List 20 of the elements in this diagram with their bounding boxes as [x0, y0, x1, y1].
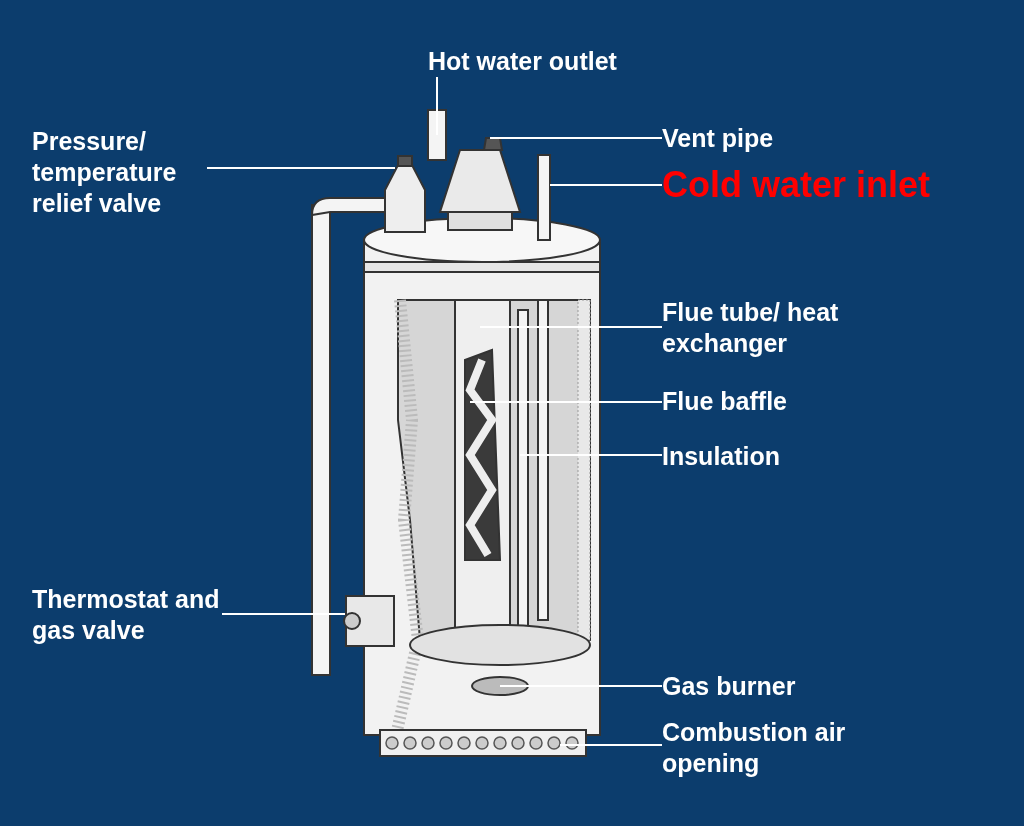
leader-line: [469, 401, 663, 403]
part-label: Vent pipe: [662, 123, 842, 154]
leader-line: [559, 744, 663, 746]
part-label: Thermostat and gas valve: [32, 584, 222, 646]
part-label: Flue baffle: [662, 386, 862, 417]
part-label: Hot water outlet: [428, 46, 648, 77]
leader-line: [499, 685, 663, 687]
leader-line: [519, 454, 663, 456]
leader-line: [206, 167, 396, 169]
leader-line: [479, 326, 663, 328]
leader-line: [221, 613, 346, 615]
part-label: Cold water inlet: [662, 165, 1002, 205]
part-label: Combustion air opening: [662, 717, 902, 779]
part-label: Pressure/ temperature relief valve: [32, 126, 207, 219]
leader-line: [549, 184, 663, 186]
part-label: Flue tube/ heat exchanger: [662, 297, 902, 359]
part-label: Insulation: [662, 441, 862, 472]
leader-line: [489, 137, 663, 139]
part-label: Gas burner: [662, 671, 862, 702]
leader-line: [436, 76, 438, 136]
